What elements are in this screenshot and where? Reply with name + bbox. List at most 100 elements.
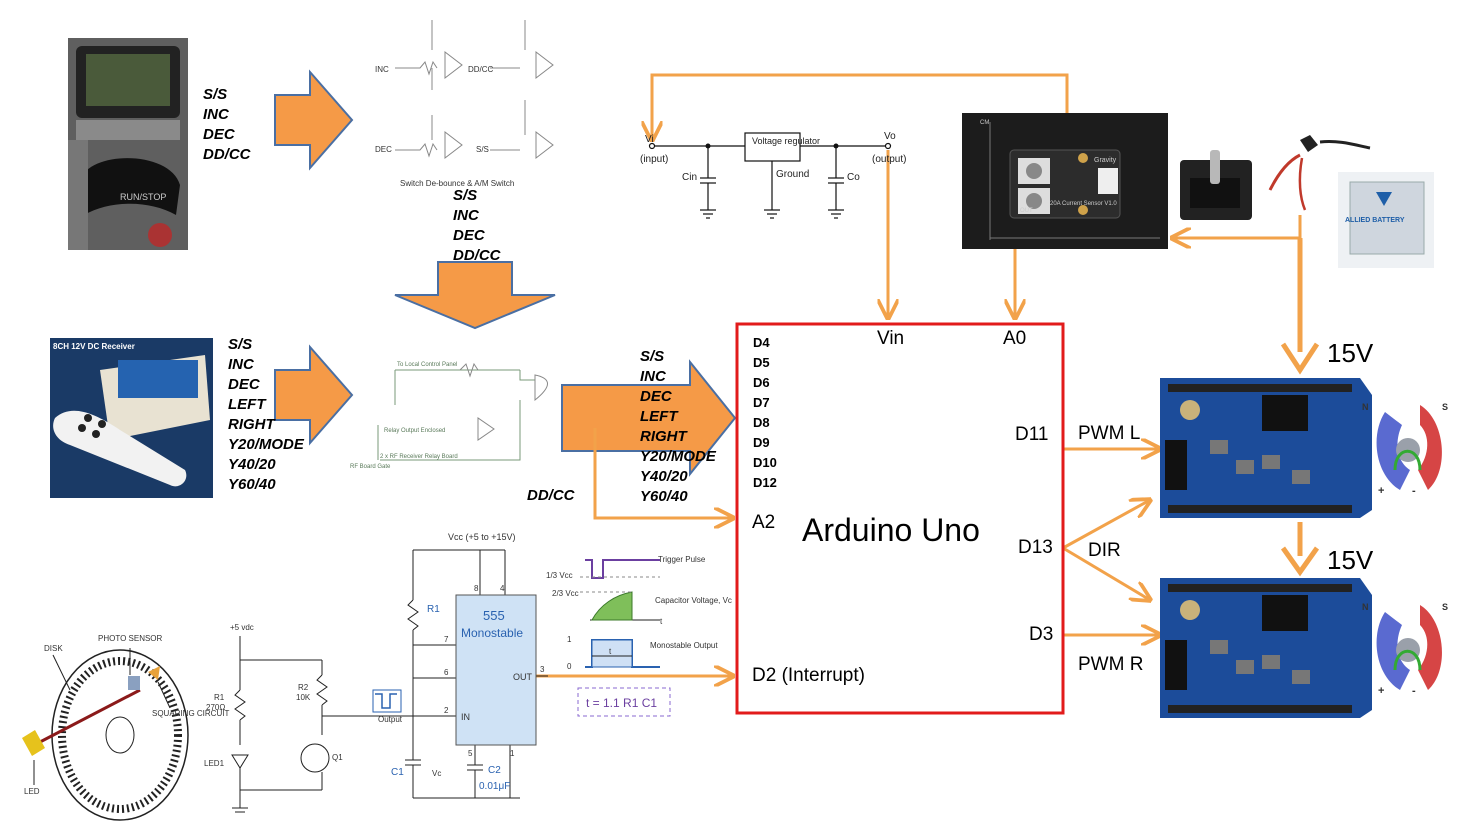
regulator-schematic xyxy=(648,132,892,219)
sc-r2: R2 xyxy=(298,683,309,692)
debounce-schematic xyxy=(395,20,554,160)
logic-signal: S/S xyxy=(640,348,665,365)
timing-mono-out: Monostable Output xyxy=(650,641,718,650)
fuse-photo xyxy=(1268,135,1371,211)
arrow-handlebar-to-debounce xyxy=(274,69,354,171)
reg-vin: Vi xyxy=(645,134,654,145)
arduino-pin: D4 xyxy=(753,335,770,350)
logic-signal: INC xyxy=(640,368,666,385)
motor-bottom xyxy=(1376,605,1442,690)
timer-pin-5: 5 xyxy=(468,749,473,758)
svg-text:DEC: DEC xyxy=(375,145,392,154)
debounce-signal-list: S/S INC DEC DD/CC xyxy=(453,186,501,266)
sensor-label: 20A Current Sensor V1.0 xyxy=(1050,201,1117,207)
timing-one: 1 xyxy=(567,635,572,644)
svg-text:To Local Control Panel: To Local Control Panel xyxy=(397,362,457,368)
svg-text:RF Board Gate: RF Board Gate xyxy=(350,464,391,470)
encoder-squaring-label: SQUARING CIRCUIT xyxy=(152,709,229,718)
arduino-pin: D12 xyxy=(753,475,777,490)
timer-vc: Vc xyxy=(432,769,441,778)
arduino-box xyxy=(735,322,1065,715)
logic-signal: RIGHT xyxy=(640,428,687,445)
supply-label-bottom: 15V xyxy=(1327,545,1374,575)
timer-pin-2: 2 xyxy=(444,706,449,715)
timer-555 xyxy=(370,549,548,799)
timer-c1: C1 xyxy=(391,767,404,778)
receiver-signal: INC xyxy=(228,356,254,373)
svg-text:RUN/STOP: RUN/STOP xyxy=(120,192,166,202)
receiver-signal: S/S xyxy=(228,336,253,353)
handlebar-signal: INC xyxy=(203,106,229,123)
timing-two-third: 2/3 Vcc xyxy=(552,589,579,598)
debounce-signal: DD/CC xyxy=(453,247,501,264)
encoder-photo-label: PHOTO SENSOR xyxy=(98,634,163,643)
receiver-photo xyxy=(50,338,213,498)
timer-c2-val: 0.01μF xyxy=(479,781,510,792)
logic-schematic xyxy=(377,362,548,461)
timer-r1: R1 xyxy=(427,604,440,615)
svg-text:Switch De-bounce & A/M Switch: Switch De-bounce & A/M Switch xyxy=(400,179,514,188)
receiver-signal: Y60/40 xyxy=(228,476,276,493)
motor-bottom-s: S xyxy=(1442,602,1448,612)
debounce-signal: INC xyxy=(453,207,479,224)
timer-vcc: Vcc (+5 to +15V) xyxy=(448,532,516,542)
timer-in: IN xyxy=(461,712,470,722)
arduino-pin: D7 xyxy=(753,395,770,410)
arrow-logic-to-arduino xyxy=(561,359,737,477)
sc-led: LED1 xyxy=(204,759,225,768)
reg-vin-sub: (input) xyxy=(640,154,668,165)
motor-bottom-minus: - xyxy=(1412,685,1416,697)
arduino-pin: D5 xyxy=(753,355,770,370)
sc-r2-val: 10K xyxy=(296,693,311,702)
handlebar-signal: S/S xyxy=(203,86,228,103)
timing-t-width: t xyxy=(609,647,612,656)
battery-photo xyxy=(1338,172,1434,268)
timer-out: OUT xyxy=(513,672,533,682)
timer-pin-3: 3 xyxy=(540,665,545,674)
battery-brand: ALLIED BATTERY xyxy=(1345,217,1405,224)
timing-one-third: 1/3 Vcc xyxy=(546,571,573,580)
arrow-debounce-to-logic xyxy=(394,261,556,330)
debounce-signal: DEC xyxy=(453,227,485,244)
sensor-circuit xyxy=(231,636,370,813)
sc-supply: +5 vdc xyxy=(230,623,254,632)
encoder-disk-label: DISK xyxy=(44,644,63,653)
receiver-signal: DEC xyxy=(228,376,260,393)
supply-label-top: 15V xyxy=(1327,338,1374,368)
timing-t-axis: t xyxy=(660,617,663,626)
logic-signal: Y20/MODE xyxy=(640,448,716,465)
reg-cin: Cin xyxy=(682,172,697,183)
arduino-digital-pins: D4 D5 D6 D7 D8 D9 D10 D12 xyxy=(753,333,777,493)
handlebar-signal-list: S/S INC DEC DD/CC xyxy=(203,85,251,165)
reg-vout: Vo xyxy=(884,131,896,142)
sensor-scale: CM xyxy=(980,120,989,126)
signal-dir: DIR xyxy=(1088,540,1121,561)
timer-pin-7: 7 xyxy=(444,635,449,644)
timing-capv: Capacitor Voltage, Vc xyxy=(655,596,732,605)
arduino-pin: D10 xyxy=(753,455,777,470)
current-sensor-photo xyxy=(962,113,1168,249)
sc-r1-val: 270Ω xyxy=(206,703,225,712)
sensor-out: OUT xyxy=(1020,208,1033,214)
motor-top-s: S xyxy=(1442,402,1448,412)
motor-driver-board-bottom xyxy=(1160,578,1372,718)
handlebar-photo: RUN/STOP xyxy=(68,38,188,250)
sc-q: Q1 xyxy=(332,753,343,762)
logic-signal: DEC xyxy=(640,388,672,405)
motor-top xyxy=(1376,405,1442,490)
arduino-pin-a2: A2 xyxy=(752,512,776,533)
timer-pin-8: 8 xyxy=(474,584,479,593)
timing-formula: t = 1.1 R1 C1 xyxy=(586,696,657,710)
logic-signal-list: S/S INC DEC LEFT RIGHT Y20/MODE Y40/20 Y… xyxy=(640,347,716,507)
logic-signal: Y40/20 xyxy=(640,468,688,485)
reg-block: Voltage regulator xyxy=(752,136,820,146)
reg-vout-sub: (output) xyxy=(872,154,906,165)
signal-pwm-r: PWM R xyxy=(1078,654,1144,675)
debounce-signal: S/S xyxy=(453,187,478,204)
sensor-brand: Gravity xyxy=(1094,157,1117,164)
signal-pwm-l: PWM L xyxy=(1078,423,1141,444)
arduino-pin-d13: D13 xyxy=(1018,537,1053,558)
arduino-pin-d11: D11 xyxy=(1015,424,1049,445)
